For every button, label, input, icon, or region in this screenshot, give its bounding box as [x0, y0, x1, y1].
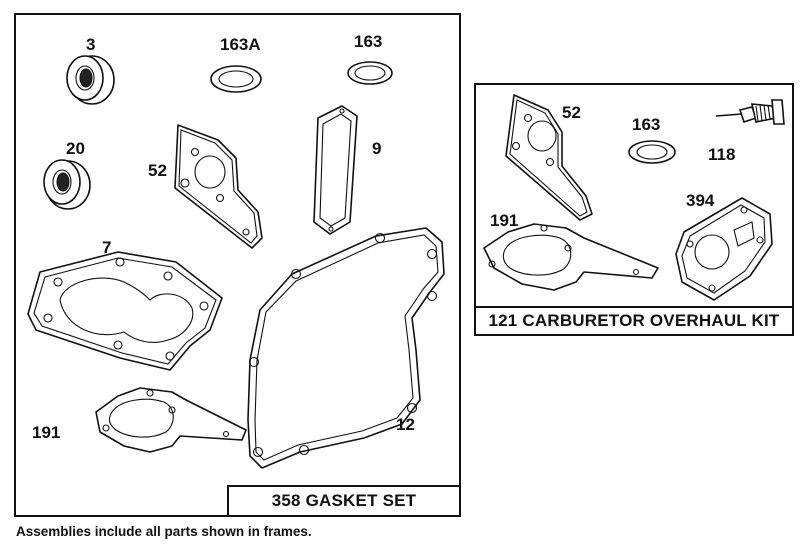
- seal-ring-163a-drawing: [210, 65, 262, 93]
- carburetor-kit-frame: 121 CARBURETOR OVERHAUL KIT: [474, 83, 794, 336]
- part-label-163: 163: [354, 32, 383, 51]
- carburetor-kit-caption: 121 CARBURETOR OVERHAUL KIT: [476, 306, 792, 334]
- kit-seal-ring-163-drawing: [628, 140, 676, 164]
- gasket-set-caption: 358 GASKET SET: [227, 485, 459, 515]
- seal-ring-163-drawing: [347, 61, 393, 85]
- gasket-394-drawing: [675, 197, 773, 301]
- crankcase-gasket-12-drawing: [247, 227, 445, 469]
- head-gasket-7-drawing: [27, 251, 223, 371]
- gasket-9-drawing: [313, 105, 358, 235]
- part-label-3: 3: [86, 35, 96, 54]
- gasket-191-drawing: [95, 387, 247, 453]
- kit-part-label-118: 118: [708, 145, 736, 164]
- kit-part-label-394: 394: [686, 191, 715, 210]
- part-label-9: 9: [372, 139, 382, 158]
- kit-part-label-191: 191: [490, 211, 519, 230]
- part-label-20: 20: [66, 139, 85, 158]
- kit-gasket-191-drawing: [483, 223, 659, 291]
- oil-seal-20-drawing: [43, 159, 91, 210]
- part-label-7: 7: [102, 238, 112, 257]
- kit-part-label-52: 52: [562, 103, 581, 122]
- oil-seal-3-drawing: [66, 55, 115, 105]
- mixture-screw-118-drawing: [715, 99, 785, 125]
- part-label-191: 191: [32, 423, 61, 442]
- kit-gasket-52-drawing: [505, 94, 593, 221]
- part-label-52: 52: [148, 161, 167, 180]
- gasket-52-drawing: [174, 124, 263, 249]
- kit-part-label-163: 163: [632, 115, 661, 134]
- part-label-163a: 163A: [220, 35, 261, 54]
- assemblies-footnote: Assemblies include all parts shown in fr…: [16, 524, 312, 539]
- part-label-12: 12: [396, 415, 415, 434]
- gasket-set-frame: 358 GASKET SET: [14, 13, 461, 517]
